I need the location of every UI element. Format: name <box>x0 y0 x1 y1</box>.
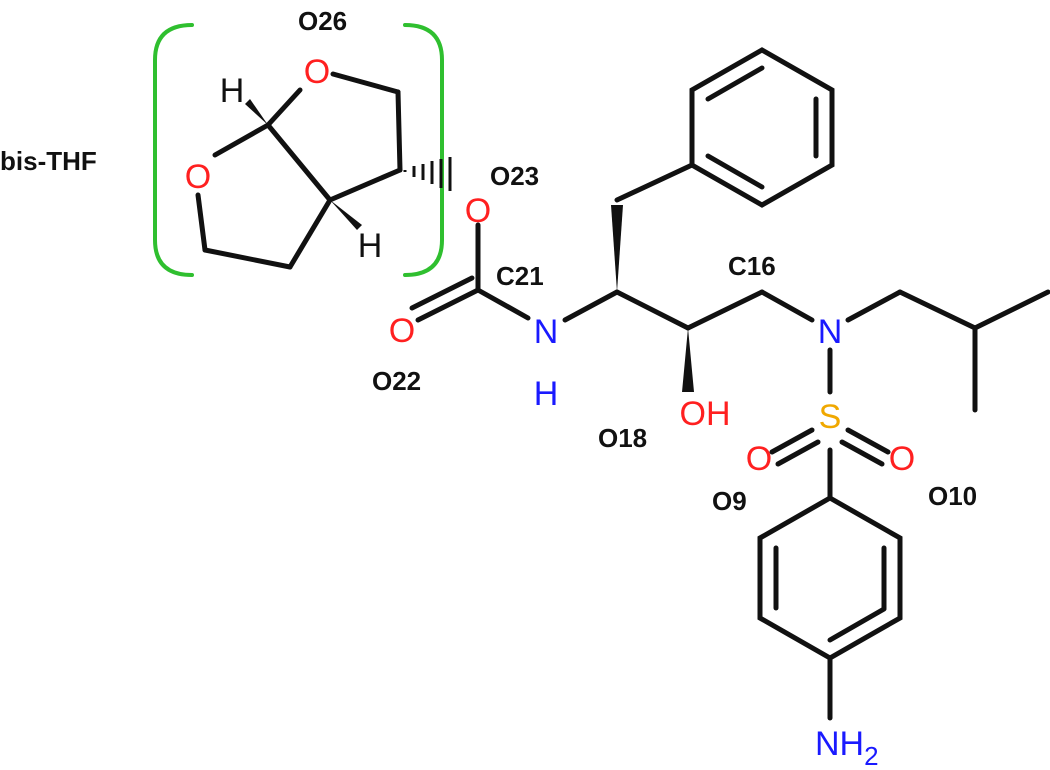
sulfonamide-bonds <box>769 347 891 501</box>
wedge-benzyl <box>611 205 623 292</box>
atom-o-ring-top: O <box>304 53 330 91</box>
atom-oh: OH <box>680 395 731 433</box>
atom-h-bottom: H <box>358 227 383 265</box>
annotation-c21: C21 <box>496 261 544 291</box>
bis-thf-bonds <box>195 71 403 270</box>
atom-o-ring-left: O <box>185 158 211 196</box>
atom-o-carbonyl: O <box>389 312 415 350</box>
wedge-bottom-h <box>330 200 362 230</box>
annotation-o18: O18 <box>598 423 647 453</box>
annotation-o26: O26 <box>298 6 347 36</box>
bis-thf-bracket <box>153 23 444 277</box>
atom-o-ester: O <box>465 192 491 230</box>
atom-nh2: NH2 <box>815 725 879 770</box>
atom-nh2-subscript: 2 <box>864 741 878 770</box>
annotation-c16: C16 <box>728 251 776 281</box>
atom-o-sulfonyl-left: O <box>746 440 772 478</box>
atom-o-sulfonyl-right: O <box>889 440 915 478</box>
carbamate-bonds <box>409 222 620 323</box>
annotation-o22: O22 <box>372 366 421 396</box>
group-label-bis-thf: bis-THF <box>0 146 97 176</box>
atom-h-top: H <box>220 72 245 110</box>
wedge-top-h <box>245 99 268 125</box>
aniline-ring <box>757 495 903 721</box>
hashed-bond-o23 <box>403 157 452 191</box>
backbone-bonds <box>614 162 1050 413</box>
atom-h-amide: H <box>534 375 559 413</box>
atom-n-amide: N <box>534 313 559 351</box>
atom-nh2-main: NH <box>815 725 864 763</box>
atom-n-amine: N <box>818 313 843 351</box>
annotation-o10: O10 <box>928 481 977 511</box>
annotation-o9: O9 <box>712 486 747 516</box>
atom-s: S <box>819 398 842 436</box>
phenyl-ring <box>689 47 835 208</box>
annotation-o23: O23 <box>490 161 539 191</box>
wedge-oh <box>682 328 694 392</box>
